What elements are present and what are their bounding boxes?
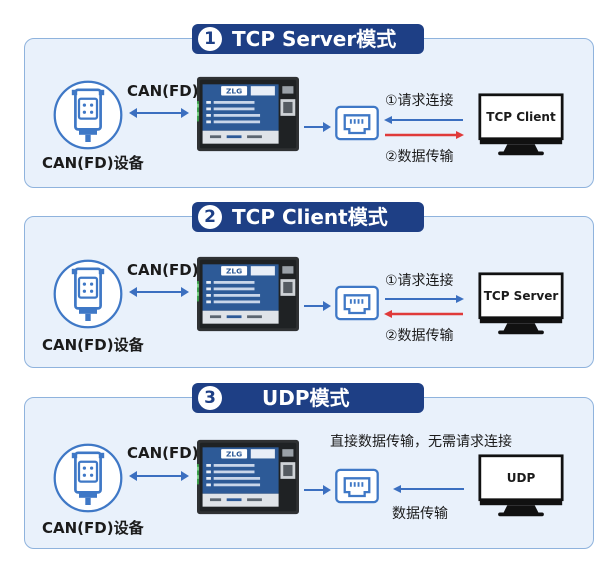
double-arrow-icon [129, 108, 189, 118]
gateway-device-icon [197, 250, 299, 338]
ethernet-port-icon [334, 283, 380, 323]
double-arrow-icon [129, 287, 189, 297]
can-label: CAN(FD) [127, 82, 199, 100]
mode-title-text: TCP Server模式 [232, 27, 397, 51]
can-label: CAN(FD) [127, 261, 199, 279]
gateway-device-icon [197, 70, 299, 158]
mode-title-text: UDP模式 [262, 386, 350, 410]
monitor-label: TCP Server [483, 289, 559, 303]
device-label: CAN(FD)设备 [42, 336, 144, 354]
monitor-icon [478, 92, 564, 158]
arrow-right-red-icon [385, 131, 464, 139]
arrow-left-icon [384, 116, 463, 124]
step-data-transfer: ②数据传输 [385, 149, 454, 165]
monitor-icon [478, 271, 564, 337]
gateway-device-icon [197, 433, 299, 521]
arrow-right-icon [304, 122, 331, 132]
mode-title: 2 TCP Client模式 [192, 202, 424, 232]
monitor-label: TCP Client [486, 110, 556, 124]
device-label: CAN(FD)设备 [42, 519, 144, 537]
step-data-transfer: 数据传输 [392, 506, 448, 522]
device-label: CAN(FD)设备 [42, 154, 144, 172]
mode-number-badge: 3 [198, 386, 222, 410]
can-device-icon [52, 79, 124, 151]
mode-title: 3 UDP模式 [192, 383, 424, 413]
ethernet-port-icon [334, 466, 380, 506]
mode-number-badge: 2 [198, 205, 222, 229]
arrow-right-icon [385, 295, 464, 303]
step-data-transfer: ②数据传输 [385, 328, 454, 344]
can-device-icon [52, 258, 124, 330]
mode-title: 1 TCP Server模式 [192, 24, 424, 54]
can-device-icon [52, 442, 124, 514]
monitor-label: UDP [506, 471, 536, 485]
udp-note: 直接数据传输，无需请求连接 [330, 434, 512, 450]
mode-number-badge: 1 [198, 27, 222, 51]
can-label: CAN(FD) [127, 444, 199, 462]
mode-title-text: TCP Client模式 [232, 205, 388, 229]
monitor-icon [478, 453, 564, 519]
step-request-connection: ①请求连接 [385, 93, 454, 109]
ethernet-port-icon [334, 103, 380, 143]
arrow-left-icon [393, 485, 464, 493]
step-request-connection: ①请求连接 [385, 273, 454, 289]
double-arrow-icon [129, 471, 189, 481]
arrow-right-icon [304, 301, 331, 311]
arrow-right-icon [304, 485, 331, 495]
arrow-left-red-icon [384, 310, 463, 318]
